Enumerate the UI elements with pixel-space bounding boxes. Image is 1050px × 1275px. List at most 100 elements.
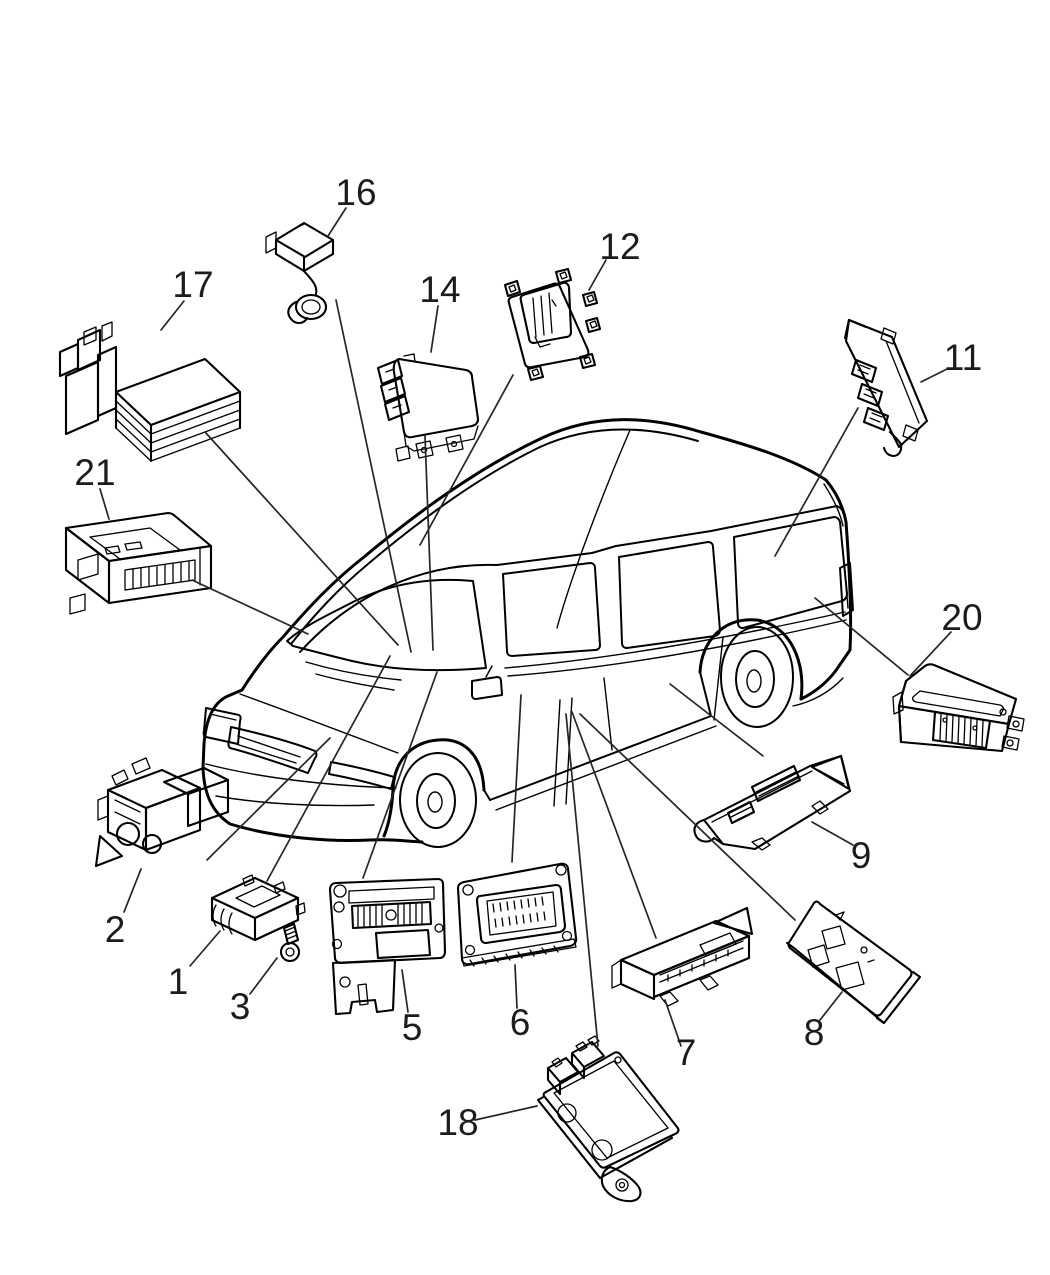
part-9-details [693, 754, 852, 851]
leader-part-17 [204, 431, 399, 646]
leader-part-5 [362, 671, 438, 879]
mirror-stem [485, 665, 493, 678]
leader-part-7 [571, 711, 657, 939]
part-6-module [456, 862, 578, 967]
drip-rail [299, 505, 847, 653]
windshield [286, 578, 487, 672]
rear-bumper-line [792, 677, 844, 707]
side-mirror [471, 676, 503, 700]
callout-leader-7 [664, 999, 682, 1047]
quarter-window [733, 516, 848, 629]
part-6-details [456, 862, 578, 967]
rocker-line-1 [489, 671, 712, 801]
leader-part-14 [424, 435, 434, 651]
callout-leader-21 [99, 488, 110, 520]
part-2-module [94, 757, 230, 868]
callout-label-11: 11 [944, 337, 982, 378]
part-17-module [58, 321, 242, 463]
wiper-arc-2 [315, 673, 395, 691]
callout-leader-11 [920, 368, 948, 383]
leader-part-20 [814, 597, 909, 676]
leader-part-12 [419, 374, 514, 546]
part-9-module [693, 754, 852, 851]
leader-part-9 [669, 683, 764, 757]
bumper-air-dam [215, 795, 375, 807]
part-14-module [376, 353, 480, 462]
headlight [202, 707, 242, 745]
callout-label-9: 9 [851, 835, 872, 876]
part-8-module [785, 900, 922, 1025]
callout-label-8: 8 [804, 1012, 825, 1053]
front-wheel [399, 752, 477, 848]
leader-part-16 [335, 299, 412, 653]
callout-leader-lines [99, 207, 952, 1121]
leader-part-21 [191, 579, 309, 635]
callout-leader-2 [123, 868, 142, 913]
part-3-screw [279, 922, 301, 963]
callout-leader-14 [430, 305, 439, 353]
tail-lamp-inner [844, 570, 849, 609]
callout-label-20: 20 [941, 597, 982, 638]
grille-slat-1 [237, 735, 301, 758]
b-pillar-lower [603, 677, 613, 751]
part-20-details [892, 663, 1025, 753]
callout-leader-6 [514, 964, 518, 1009]
part-12-details [503, 267, 602, 382]
part-1-module [210, 874, 306, 942]
front-fender-edge [483, 789, 491, 801]
rocker-line-2 [495, 725, 717, 811]
part-14-details [376, 353, 480, 462]
part-3-details [279, 922, 301, 963]
part-17-details [58, 321, 242, 463]
leader-part-2 [206, 737, 331, 861]
callout-leader-3 [249, 957, 278, 995]
part-11-details [843, 318, 929, 457]
leader-part-11 [774, 407, 859, 557]
callout-leader-5 [401, 969, 409, 1013]
front-door-cut-1 [553, 699, 561, 807]
callout-label-6: 6 [510, 1002, 531, 1043]
part-21-details [64, 511, 213, 615]
callout-label-14: 14 [419, 269, 460, 310]
headlight-inner-line [209, 713, 237, 721]
part-5-module [328, 877, 447, 1016]
turn-signal-lamp [328, 761, 395, 790]
part-16-details [265, 221, 335, 325]
callout-labels: 1 2 3 5 6 7 8 9 11 12 14 16 17 18 20 21 [74, 172, 982, 1143]
callout-label-18: 18 [437, 1102, 478, 1143]
callout-leader-20 [909, 631, 952, 677]
callout-leader-8 [819, 991, 843, 1021]
part-7-module [611, 906, 754, 1007]
leader-part-18 [565, 713, 599, 1047]
callout-label-1: 1 [168, 961, 189, 1002]
callout-leader-9 [811, 821, 854, 846]
callout-label-12: 12 [599, 226, 640, 267]
grille-slat-2 [235, 743, 297, 764]
bumper-molding-top [205, 763, 397, 789]
callout-label-7: 7 [676, 1032, 697, 1073]
callout-leader-12 [588, 259, 607, 291]
belt-line-1 [504, 611, 846, 669]
far-a-pillar-through-glass [556, 429, 631, 629]
van-illustration [201, 418, 854, 848]
tail-lamp [839, 562, 854, 617]
roof-inner-edge [290, 428, 699, 645]
part-18-details [536, 1035, 680, 1203]
callout-label-21: 21 [74, 452, 115, 493]
van-leader-lines [191, 299, 909, 1047]
leader-part-8 [579, 713, 796, 921]
wiper-arc-1 [305, 661, 402, 681]
rear-wheel-arch [698, 618, 804, 701]
callout-leader-17 [160, 300, 185, 331]
part-21-module [64, 511, 213, 615]
belt-line-2 [507, 619, 847, 677]
part-16-module [265, 221, 335, 325]
callout-label-17: 17 [172, 264, 213, 305]
part-18-module [536, 1035, 680, 1203]
sliding-door-cut [713, 636, 724, 721]
front-wheel-arch [382, 738, 486, 838]
leader-part-1 [266, 655, 391, 882]
van-body-outline [202, 418, 853, 746]
part-11-module [843, 318, 929, 457]
